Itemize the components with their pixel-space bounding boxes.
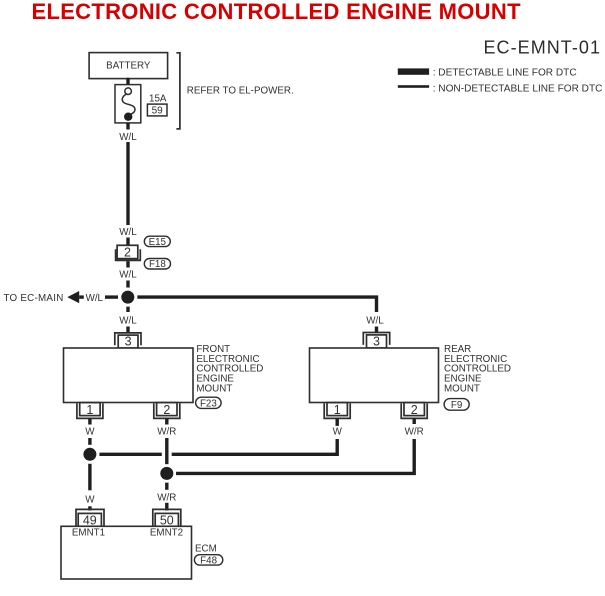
svg-text:F9: F9 (451, 400, 462, 411)
svg-text:W: W (85, 495, 95, 506)
svg-text:15A: 15A (149, 94, 167, 105)
svg-text:2: 2 (163, 403, 170, 417)
svg-text:ELECTRONIC: ELECTRONIC (196, 354, 259, 365)
svg-text:W/L: W/L (86, 293, 104, 304)
svg-text:W/L: W/L (119, 270, 137, 281)
svg-text:59: 59 (152, 105, 164, 116)
svg-text:ENGINE: ENGINE (196, 374, 234, 385)
svg-text:50: 50 (160, 513, 174, 527)
svg-text:MOUNT: MOUNT (444, 383, 480, 394)
svg-text:: NON-DETECTABLE LINE FOR DTC: : NON-DETECTABLE LINE FOR DTC (433, 83, 603, 94)
svg-text:F18: F18 (149, 259, 166, 270)
svg-text:CONTROLLED: CONTROLLED (196, 364, 263, 375)
svg-text:1: 1 (334, 403, 341, 417)
svg-text:W/L: W/L (366, 316, 384, 327)
svg-text:49: 49 (83, 513, 97, 527)
svg-text:EMNT2: EMNT2 (150, 528, 183, 539)
svg-text:TO EC-MAIN: TO EC-MAIN (4, 293, 64, 304)
svg-text:: DETECTABLE LINE FOR DTC: : DETECTABLE LINE FOR DTC (433, 68, 577, 79)
svg-text:CONTROLLED: CONTROLLED (444, 364, 511, 375)
svg-text:REFER TO EL-POWER.: REFER TO EL-POWER. (187, 85, 294, 96)
svg-text:W: W (85, 427, 95, 438)
svg-text:W/L: W/L (119, 316, 137, 327)
svg-text:F48: F48 (200, 555, 217, 566)
svg-text:W/R: W/R (157, 427, 176, 438)
svg-text:E15: E15 (149, 237, 167, 248)
svg-text:W/L: W/L (119, 227, 137, 238)
svg-text:ENGINE: ENGINE (444, 374, 482, 385)
svg-text:1: 1 (86, 403, 93, 417)
svg-text:3: 3 (373, 335, 380, 349)
svg-text:MOUNT: MOUNT (196, 383, 232, 394)
svg-text:BATTERY: BATTERY (106, 61, 151, 72)
svg-text:FRONT: FRONT (196, 344, 230, 355)
svg-text:ECM: ECM (195, 544, 217, 555)
svg-text:ELECTRONIC CONTROLLED ENGINE M: ELECTRONIC CONTROLLED ENGINE MOUNT (32, 0, 522, 24)
svg-text:W/L: W/L (119, 132, 137, 143)
svg-text:W/R: W/R (157, 493, 176, 504)
svg-text:F23: F23 (200, 398, 217, 409)
svg-text:W: W (333, 427, 343, 438)
svg-text:EC-EMNT-01: EC-EMNT-01 (483, 38, 601, 58)
svg-text:REAR: REAR (444, 344, 471, 355)
svg-text:2: 2 (124, 246, 131, 260)
svg-text:W/R: W/R (405, 427, 424, 438)
svg-text:2: 2 (411, 403, 418, 417)
svg-text:EMNT1: EMNT1 (72, 528, 105, 539)
svg-text:3: 3 (125, 335, 132, 349)
svg-text:ELECTRONIC: ELECTRONIC (444, 354, 507, 365)
